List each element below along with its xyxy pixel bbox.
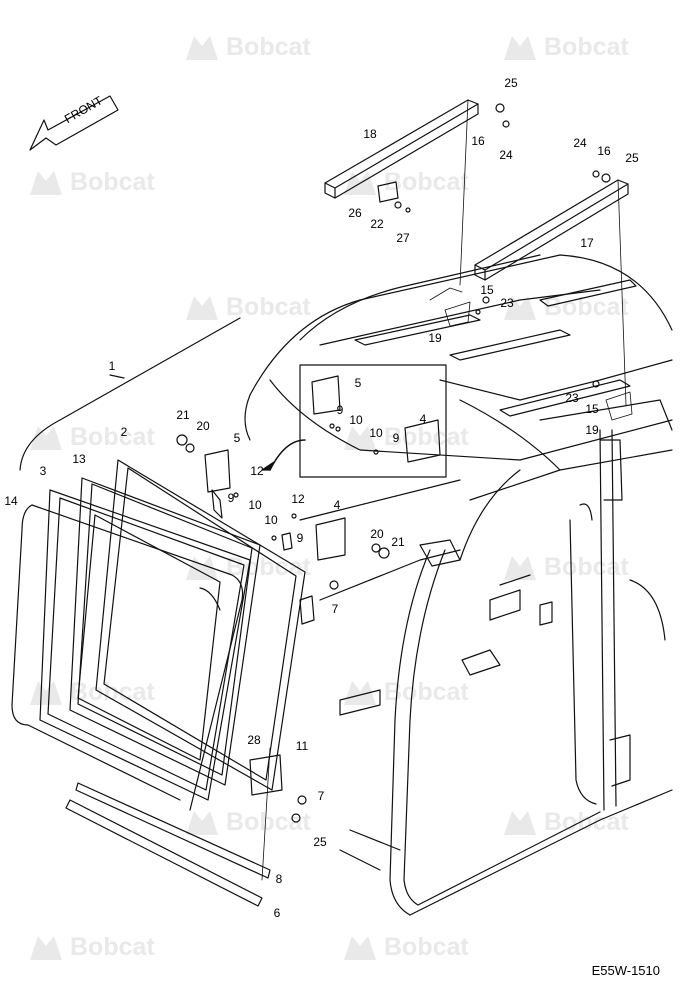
- cab-front-pillar: [389, 469, 673, 916]
- callout-18: 18: [363, 127, 377, 141]
- window-sill-strips: [65, 782, 271, 907]
- callout-1: 1: [108, 359, 116, 373]
- callout-25: 25: [625, 151, 639, 165]
- cab-body: [244, 254, 673, 601]
- callout-13: 13: [72, 452, 86, 466]
- callout-12: 12: [291, 492, 305, 506]
- callout-14: 14: [4, 494, 18, 508]
- hardware-parts: [176, 103, 611, 823]
- callout-4: 4: [419, 412, 427, 426]
- callout-23: 23: [565, 391, 579, 405]
- callout-9: 9: [227, 491, 235, 505]
- assembly-brace: [19, 317, 241, 471]
- callout-7: 7: [317, 789, 325, 803]
- callout-24: 24: [573, 136, 587, 150]
- callout-20: 20: [370, 527, 384, 541]
- callout-2: 2: [120, 425, 128, 439]
- callout-5: 5: [233, 431, 241, 445]
- callout-28: 28: [247, 733, 261, 747]
- callout-17: 17: [580, 236, 594, 250]
- callout-16: 16: [597, 144, 611, 158]
- drawing-code: E55W-1510: [591, 963, 660, 978]
- callout-5: 5: [354, 376, 362, 390]
- callout-9: 9: [296, 531, 304, 545]
- front-direction-arrow: [29, 95, 119, 151]
- callout-9: 9: [336, 403, 344, 417]
- callout-3: 3: [39, 464, 47, 478]
- window-rail-upper-right: [474, 179, 629, 281]
- callout-16: 16: [471, 134, 485, 148]
- callout-8: 8: [275, 872, 283, 886]
- callout-11: 11: [295, 739, 309, 753]
- callout-4: 4: [333, 498, 341, 512]
- callout-7: 7: [331, 602, 339, 616]
- callout-6: 6: [273, 906, 281, 920]
- callout-22: 22: [370, 217, 384, 231]
- callout-19: 19: [428, 331, 442, 345]
- callout-21: 21: [176, 408, 190, 422]
- callout-15: 15: [585, 402, 599, 416]
- callout-23: 23: [500, 296, 514, 310]
- callout-27: 27: [396, 231, 410, 245]
- callout-10: 10: [264, 513, 278, 527]
- cab-door-frame: [339, 399, 673, 871]
- callout-21: 21: [391, 535, 405, 549]
- callout-12: 12: [250, 464, 264, 478]
- detail-inset-box: [261, 364, 447, 478]
- callout-25: 25: [504, 76, 518, 90]
- callout-15: 15: [480, 283, 494, 297]
- callout-10: 10: [369, 426, 383, 440]
- callout-24: 24: [499, 148, 513, 162]
- leader-lines: [261, 99, 633, 881]
- callout-26: 26: [348, 206, 362, 220]
- callout-9: 9: [392, 431, 400, 445]
- callout-20: 20: [196, 419, 210, 433]
- callout-10: 10: [349, 413, 363, 427]
- window-assembly: [11, 459, 315, 811]
- window-rail-upper-left: [324, 99, 479, 203]
- callout-10: 10: [248, 498, 262, 512]
- callout-19: 19: [585, 423, 599, 437]
- callout-25: 25: [313, 835, 327, 849]
